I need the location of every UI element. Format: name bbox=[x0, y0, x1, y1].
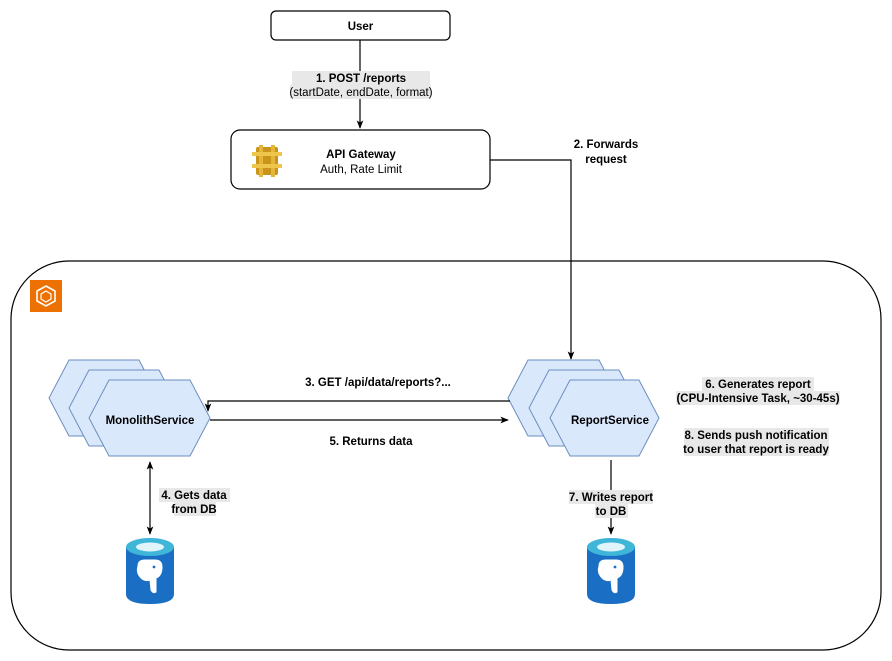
svg-text:4. Gets data: 4. Gets data bbox=[161, 490, 227, 502]
svg-text:(CPU-Intensive Task, ~30-45s): (CPU-Intensive Task, ~30-45s) bbox=[676, 393, 839, 405]
api-gateway-icon bbox=[252, 145, 282, 177]
step-8-label: 8. Sends push notification to user that … bbox=[683, 428, 829, 456]
postgresql-database-icon bbox=[126, 538, 174, 604]
step-4-label: 4. Gets data from DB bbox=[159, 488, 230, 516]
arrow-gateway-to-report-service bbox=[490, 159, 575, 360]
svg-text:6. Generates report: 6. Generates report bbox=[705, 379, 811, 391]
svg-text:to user that report is ready: to user that report is ready bbox=[683, 444, 829, 456]
step-5-label: 5. Returns data bbox=[329, 436, 413, 448]
container-cluster-icon bbox=[30, 280, 62, 312]
step-6-label: 6. Generates report (CPU-Intensive Task,… bbox=[676, 377, 840, 405]
monolith-service-label: MonolithService bbox=[106, 415, 195, 427]
svg-text:8. Sends push notification: 8. Sends push notification bbox=[684, 430, 827, 442]
postgresql-database-icon bbox=[587, 538, 635, 604]
report-service-node: ReportService bbox=[507, 359, 660, 457]
svg-text:1. POST /reports: 1. POST /reports bbox=[316, 73, 406, 85]
svg-text:(startDate, endDate, format): (startDate, endDate, format) bbox=[289, 87, 432, 99]
user-node: User bbox=[270, 10, 451, 41]
svg-text:request: request bbox=[585, 154, 627, 166]
step-7-label: 7. Writes report to DB bbox=[569, 490, 653, 518]
api-gateway-title: API Gateway bbox=[326, 149, 396, 161]
svg-text:from DB: from DB bbox=[171, 504, 216, 516]
step-2-label: 2. Forwards request bbox=[574, 139, 639, 166]
service-cluster-container bbox=[10, 260, 882, 651]
api-gateway-subtitle: Auth, Rate Limit bbox=[320, 164, 403, 176]
report-service-label: ReportService bbox=[571, 415, 649, 427]
api-gateway-node: API Gateway Auth, Rate Limit bbox=[230, 129, 491, 190]
svg-text:2. Forwards: 2. Forwards bbox=[574, 139, 639, 151]
monolith-service-node: MonolithService bbox=[48, 359, 211, 457]
arrow-report-to-monolith bbox=[204, 400, 510, 412]
step-3-label: 3. GET /api/data/reports?... bbox=[305, 377, 451, 389]
svg-text:7. Writes report: 7. Writes report bbox=[569, 492, 653, 504]
step-1-label: 1. POST /reports (startDate, endDate, fo… bbox=[289, 71, 433, 99]
svg-text:to DB: to DB bbox=[596, 506, 627, 518]
user-label: User bbox=[348, 21, 374, 33]
